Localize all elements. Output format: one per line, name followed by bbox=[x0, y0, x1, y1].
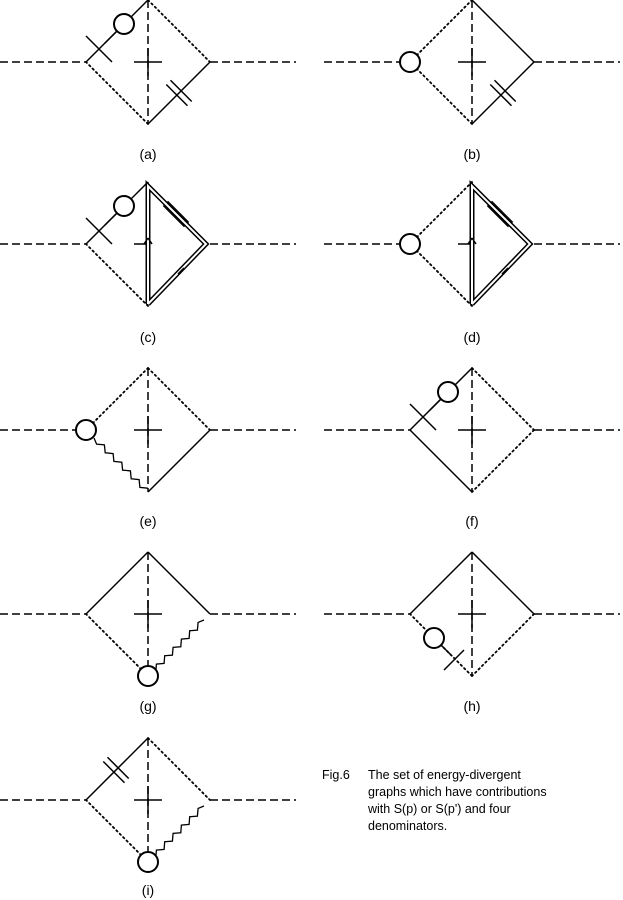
edge-ul bbox=[85, 551, 149, 615]
self-energy-loop bbox=[137, 851, 159, 873]
arrow-down-1 bbox=[501, 267, 509, 275]
double-tick-1 bbox=[490, 200, 514, 224]
arrow-down-1 bbox=[177, 267, 185, 275]
caption-line-1: The set of energy-divergent bbox=[368, 768, 521, 782]
diagram-e: (e) bbox=[0, 367, 296, 529]
double-line-loop-outer bbox=[469, 179, 534, 306]
double-line-loop-inner bbox=[147, 183, 208, 305]
edge-ll bbox=[85, 243, 149, 307]
panel-a-graph bbox=[0, 0, 296, 125]
edge-lr bbox=[471, 613, 535, 677]
edge-ll bbox=[85, 613, 149, 677]
panel-b-graph bbox=[324, 0, 620, 125]
leg-to-loop bbox=[428, 397, 443, 412]
panel-e-graph bbox=[0, 367, 296, 493]
cut-tick bbox=[85, 217, 113, 245]
edge-ur bbox=[471, 0, 535, 63]
caption-line-3: with S(p) or S(p') and four bbox=[367, 802, 511, 816]
self-energy-loop bbox=[399, 233, 421, 255]
double-tick-2 bbox=[165, 83, 189, 107]
arrow-up-2 bbox=[471, 237, 477, 245]
panel-c-graph bbox=[0, 179, 296, 307]
self-energy-loop bbox=[113, 13, 135, 35]
caption-line-2: graphs which have contributions bbox=[368, 785, 547, 799]
panel-label-d: (d) bbox=[463, 329, 480, 345]
edge-ul bbox=[85, 367, 149, 431]
diagram-f: (f) bbox=[324, 367, 620, 529]
panel-label-i: (i) bbox=[142, 882, 154, 898]
panel-h-graph bbox=[324, 551, 620, 677]
edge-ll bbox=[409, 61, 473, 125]
double-tick-1 bbox=[169, 79, 193, 103]
self-energy-loop bbox=[399, 51, 421, 73]
diagram-b: (b) bbox=[324, 0, 620, 162]
edge-ll bbox=[85, 61, 149, 125]
cut-tick bbox=[409, 403, 437, 431]
panel-label-e: (e) bbox=[139, 513, 156, 529]
panel-d-graph bbox=[324, 179, 620, 307]
edge-ur bbox=[147, 0, 211, 63]
diagram-i: (i) bbox=[0, 737, 296, 898]
edge-lr bbox=[471, 61, 535, 125]
caption-line-4: denominators. bbox=[368, 819, 447, 833]
zigzag-line bbox=[93, 437, 148, 489]
edge-ll bbox=[409, 243, 473, 307]
diagram-a: (a) bbox=[0, 0, 296, 162]
edge-lr bbox=[147, 61, 211, 125]
panel-g-graph bbox=[0, 551, 296, 687]
caption-tag: Fig.6 bbox=[322, 768, 350, 782]
edge-ul bbox=[409, 0, 473, 63]
edge-ur bbox=[147, 367, 211, 431]
double-tick-2 bbox=[489, 83, 513, 107]
cut-tick bbox=[443, 649, 465, 671]
arrow-up-2 bbox=[147, 237, 153, 245]
self-energy-loop bbox=[423, 627, 445, 649]
arrow-up-1 bbox=[143, 237, 149, 245]
zigzag-line bbox=[155, 619, 205, 672]
self-energy-loop bbox=[437, 381, 459, 403]
edge-ul bbox=[409, 551, 473, 615]
diagram-c: (c) bbox=[0, 179, 296, 345]
double-line-loop-outer bbox=[145, 179, 210, 306]
figure-caption: Fig.6 The set of energy-divergent graphs… bbox=[322, 768, 547, 833]
panel-label-g: (g) bbox=[139, 698, 156, 714]
cut-tick bbox=[85, 35, 113, 63]
panel-label-a: (a) bbox=[139, 146, 156, 162]
edge-ur bbox=[147, 551, 211, 615]
edge-ur bbox=[147, 737, 211, 801]
edge-ll bbox=[85, 799, 149, 863]
leg-to-loop bbox=[104, 211, 119, 226]
leg-to-loop bbox=[104, 29, 119, 44]
double-tick-2 bbox=[102, 760, 126, 784]
double-tick-1 bbox=[106, 756, 130, 780]
panel-label-h: (h) bbox=[463, 698, 480, 714]
edge-ll bbox=[409, 429, 473, 493]
edge-ur bbox=[471, 367, 535, 431]
edge-lr bbox=[147, 429, 211, 493]
edge-ur bbox=[471, 551, 535, 615]
diagram-h: (h) bbox=[324, 551, 620, 714]
panel-f-graph bbox=[324, 367, 620, 493]
panel-label-b: (b) bbox=[463, 146, 480, 162]
edge-ul bbox=[409, 181, 473, 245]
self-energy-loop bbox=[137, 665, 159, 687]
double-tick-1 bbox=[166, 200, 190, 224]
edge-ul bbox=[85, 737, 149, 801]
double-tick-2 bbox=[486, 204, 510, 228]
edge-lr bbox=[471, 429, 535, 493]
arrow-up-1 bbox=[467, 237, 473, 245]
double-tick-1 bbox=[493, 79, 517, 103]
double-tick-2 bbox=[162, 204, 186, 228]
panel-label-f: (f) bbox=[465, 513, 478, 529]
self-energy-loop bbox=[75, 419, 97, 441]
zigzag-line bbox=[155, 805, 205, 858]
self-energy-loop bbox=[113, 195, 135, 217]
diagram-g: (g) bbox=[0, 551, 296, 714]
panel-label-c: (c) bbox=[140, 329, 156, 345]
double-line-loop-inner bbox=[471, 183, 532, 305]
diagram-d: (d) bbox=[324, 179, 620, 345]
panel-i-graph bbox=[0, 737, 296, 873]
